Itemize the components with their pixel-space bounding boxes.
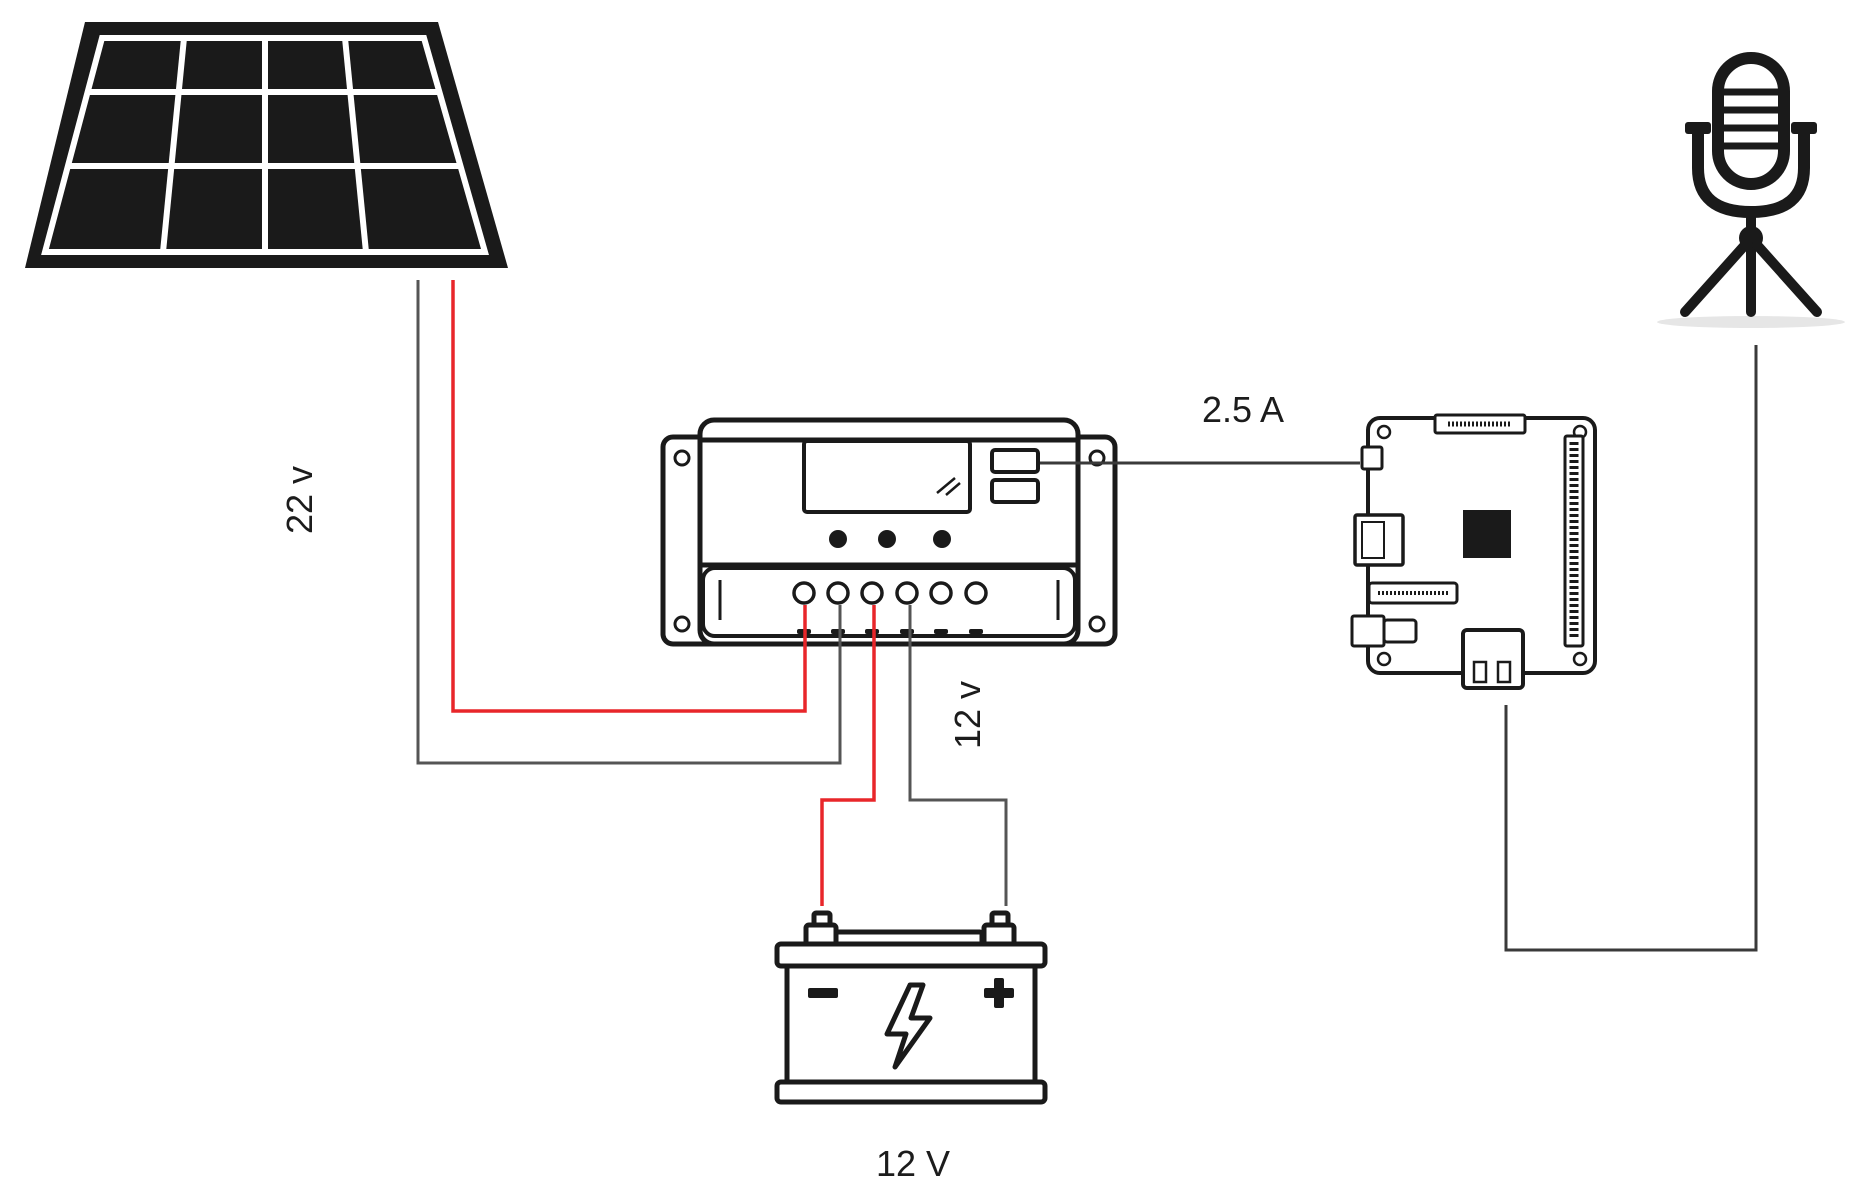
controller-output-voltage-label: 12 v xyxy=(947,681,988,749)
pi-current-label: 2.5 A xyxy=(1202,389,1284,430)
solar-panel-icon xyxy=(25,22,508,268)
battery-voltage-label: 12 V xyxy=(876,1143,950,1184)
charge-controller-icon xyxy=(660,417,1118,647)
battery-negative-wire xyxy=(908,605,1008,906)
wires xyxy=(416,280,1758,952)
microphone-tripod-icon xyxy=(1657,52,1845,328)
raspberry-pi-board-icon xyxy=(1350,413,1597,690)
panel-positive-wire xyxy=(451,280,807,713)
battery-icon xyxy=(774,910,1048,1105)
battery-positive-wire xyxy=(820,605,876,906)
mic-usb-wire xyxy=(1504,345,1758,952)
panel-voltage-label: 22 v xyxy=(279,466,320,534)
panel-negative-wire xyxy=(416,280,842,765)
